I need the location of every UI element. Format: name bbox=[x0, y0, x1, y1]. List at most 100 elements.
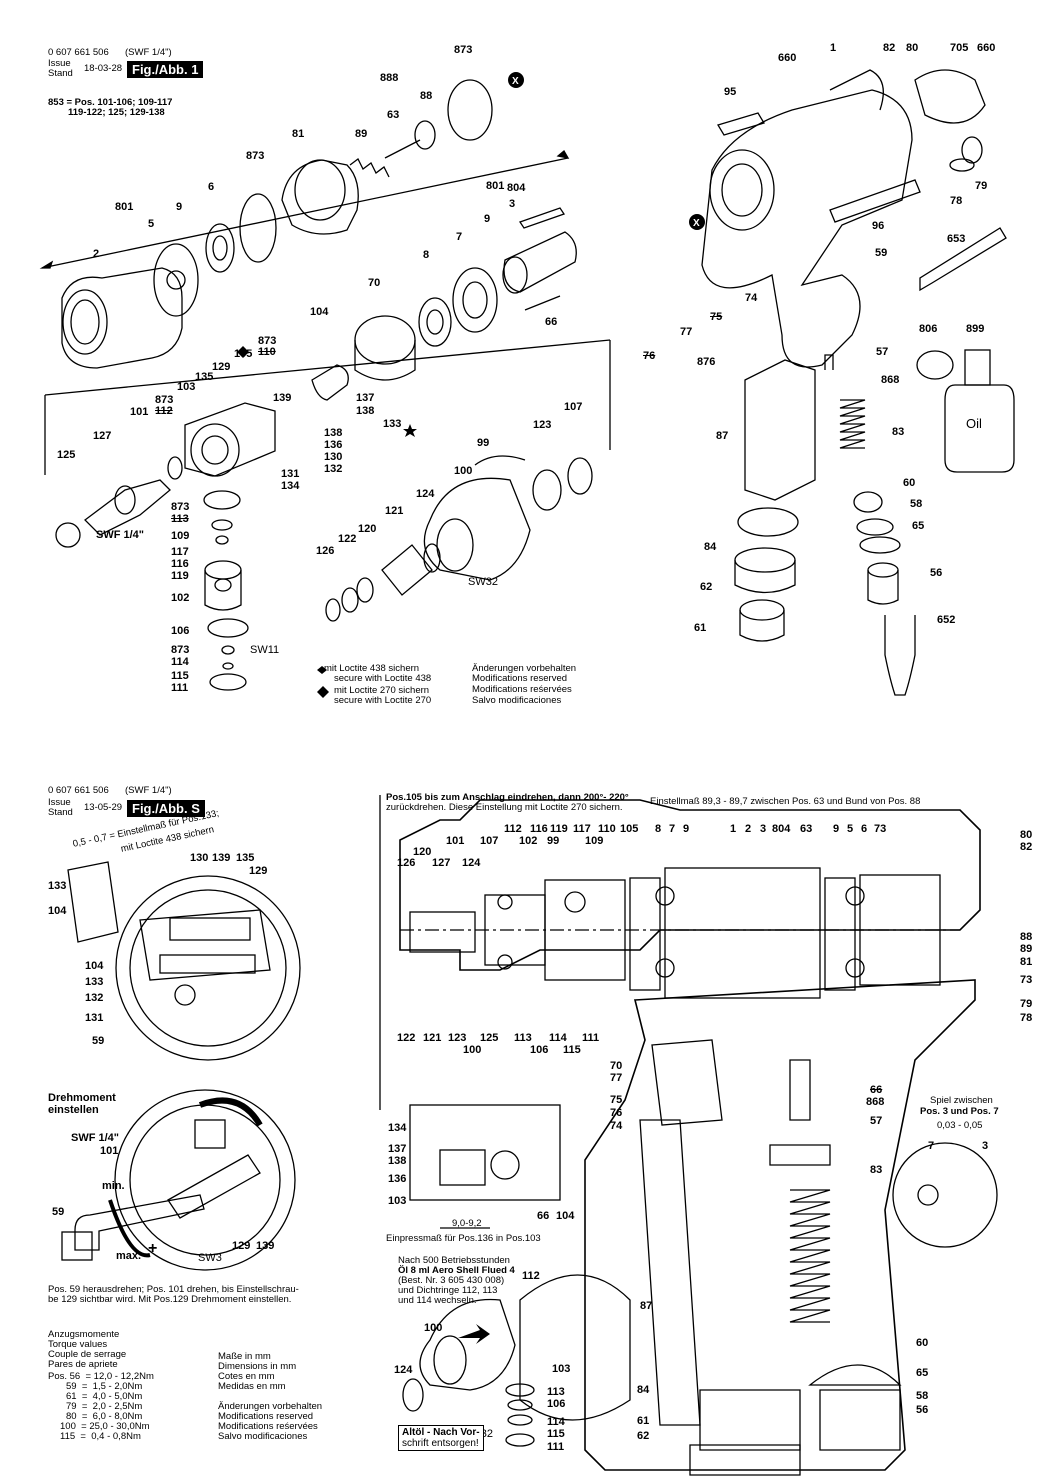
part-label: 660 bbox=[778, 52, 797, 64]
part-label: 120 bbox=[358, 523, 377, 535]
part-label: 111 bbox=[582, 1032, 600, 1044]
part-label: 652 bbox=[937, 614, 956, 626]
part-label: 87 bbox=[716, 430, 729, 442]
part-label: 127 bbox=[93, 430, 112, 442]
part-label: 66 bbox=[545, 316, 558, 328]
part-label: 104 bbox=[310, 306, 329, 318]
torque-row: 59 = 1,5 - 2,0Nm bbox=[66, 1381, 143, 1392]
part-label: 75 bbox=[710, 311, 723, 323]
torque-row: Pos. 56 = 12,0 - 12,2Nm bbox=[48, 1371, 154, 1382]
part-label: 6 bbox=[861, 823, 868, 835]
part-label: 135 bbox=[195, 371, 214, 383]
order-number: 0 607 661 506 bbox=[48, 47, 109, 58]
part-label: 705 bbox=[950, 42, 969, 54]
modifications-es: Salvo modificaciones bbox=[472, 695, 562, 706]
torque-title-line2: einstellen bbox=[48, 1104, 99, 1116]
part-label: 7 bbox=[669, 823, 676, 835]
part-label: 105 bbox=[620, 823, 639, 835]
service-note-line4: und Dichtringe 112, 113 bbox=[398, 1285, 498, 1296]
part-label: 137 bbox=[356, 392, 375, 404]
part-label: 111 bbox=[171, 682, 189, 694]
part-label: 9 bbox=[833, 823, 840, 835]
part-label: 112 bbox=[504, 823, 522, 835]
clearance-note-line2: Pos. 3 und Pos. 7 bbox=[920, 1106, 999, 1117]
part-label: 801 bbox=[115, 201, 134, 213]
part-label: 139 bbox=[273, 392, 292, 404]
wrench-size-sw32: SW32 bbox=[468, 576, 498, 588]
wrench-size-sw11: SW11 bbox=[250, 644, 280, 656]
issue-date: 13-05-29 bbox=[84, 802, 123, 813]
part-label: 9 bbox=[176, 201, 183, 213]
part-label: 806 bbox=[919, 323, 938, 335]
part-label: 112 bbox=[155, 405, 173, 417]
part-label: 132 bbox=[324, 463, 343, 475]
plus-icon: + bbox=[148, 1240, 158, 1257]
part-label: 873 bbox=[258, 335, 277, 347]
part-label: 116 bbox=[171, 558, 189, 570]
part-label: 129 bbox=[212, 361, 231, 373]
part-label: 70 bbox=[368, 277, 381, 289]
part-label: 96 bbox=[872, 220, 885, 232]
torque-header-es: Pares de apriete bbox=[48, 1359, 118, 1370]
torque-header-de: Anzugsmomente bbox=[48, 1329, 120, 1340]
part-label: 106 bbox=[171, 625, 190, 637]
pos105-note-line2: zurückdrehen. Diese Einstellung mit Loct… bbox=[386, 802, 623, 813]
figure-badge: Fig./Abb. 1 bbox=[127, 61, 204, 78]
part-label: 660 bbox=[977, 42, 996, 54]
part-label: 78 bbox=[950, 195, 963, 207]
part-label: 101 bbox=[130, 406, 149, 418]
part-label: 126 bbox=[316, 545, 335, 557]
part-label: 117 bbox=[171, 546, 189, 558]
issue-label: Issue bbox=[48, 58, 71, 69]
clearance-note-line1: Spiel zwischen bbox=[930, 1095, 993, 1106]
einstellmass-note: Einstellmaß 89,3 - 89,7 zwischen Pos. 63… bbox=[650, 796, 921, 807]
service-note-line5: und 114 wechseln. bbox=[398, 1295, 477, 1306]
part-label: 123 bbox=[533, 419, 552, 431]
loctite-438-en: secure with Loctite 438 bbox=[334, 673, 432, 684]
kit-note-line1: 853 = Pos. 101-106; 109-117 bbox=[48, 97, 173, 108]
part-label: 8 bbox=[655, 823, 662, 835]
einpress-note: Einpressmaß für Pos.136 in Pos.103 bbox=[386, 1233, 541, 1244]
part-label: 2 bbox=[745, 823, 752, 835]
part-label: 99 bbox=[477, 437, 490, 449]
part-label: 109 bbox=[171, 530, 190, 542]
part-label: 876 bbox=[697, 356, 716, 368]
part-label: 113 bbox=[514, 1032, 532, 1044]
modifications-de: Änderungen vorbehalten bbox=[218, 1401, 323, 1412]
modifications-es: Salvo modificaciones bbox=[218, 1431, 308, 1442]
part-label: 74 bbox=[745, 292, 758, 304]
torque-title-line1: Drehmoment bbox=[48, 1092, 116, 1104]
part-label: 79 bbox=[975, 180, 988, 192]
part-label: 804 bbox=[507, 182, 526, 194]
issue-date: 18-03-28 bbox=[84, 63, 123, 74]
part-label: 5 bbox=[847, 823, 854, 835]
part-label: 56 bbox=[930, 567, 943, 579]
wrench-size-sw3: SW3 bbox=[198, 1252, 222, 1264]
modifications-de: Änderungen vorbehalten bbox=[472, 663, 577, 674]
oil-bottle-label: Oil bbox=[966, 416, 982, 431]
torque-row: 80 = 6,0 - 8,0Nm bbox=[66, 1411, 143, 1422]
part-label: 103 bbox=[177, 381, 196, 393]
part-label: 114 bbox=[549, 1032, 567, 1044]
part-label: 873 bbox=[171, 501, 190, 513]
modifications-fr: Modifications reśervées bbox=[218, 1421, 318, 1432]
stand-label: Stand bbox=[48, 807, 73, 818]
part-label: 60 bbox=[903, 477, 916, 489]
figure-badge: Fig./Abb. S bbox=[127, 800, 205, 817]
part-label: 63 bbox=[800, 823, 813, 835]
pos59-note-line1: Pos. 59 herausdrehen; Pos. 101 drehen, b… bbox=[48, 1284, 299, 1295]
pos59-note-line2: be 129 sichtbar wird. Mit Pos.129 Drehmo… bbox=[48, 1294, 292, 1305]
part-label: 61 bbox=[694, 622, 707, 634]
waste-oil-warning: Altöl - Nach Vor- schrift entsorgen! bbox=[398, 1425, 484, 1451]
part-label: 121 bbox=[423, 1032, 442, 1044]
service-note-line1: Nach 500 Betriebsstunden bbox=[398, 1255, 510, 1266]
part-label: 9 bbox=[683, 823, 690, 835]
part-label: 1 bbox=[830, 42, 837, 54]
part-label: 1 bbox=[730, 823, 737, 835]
part-label: 57 bbox=[876, 346, 889, 358]
part-label: 124 bbox=[416, 488, 435, 500]
part-label: 115 bbox=[171, 670, 189, 682]
part-label: 121 bbox=[385, 505, 404, 517]
part-label: 122 bbox=[338, 533, 357, 545]
